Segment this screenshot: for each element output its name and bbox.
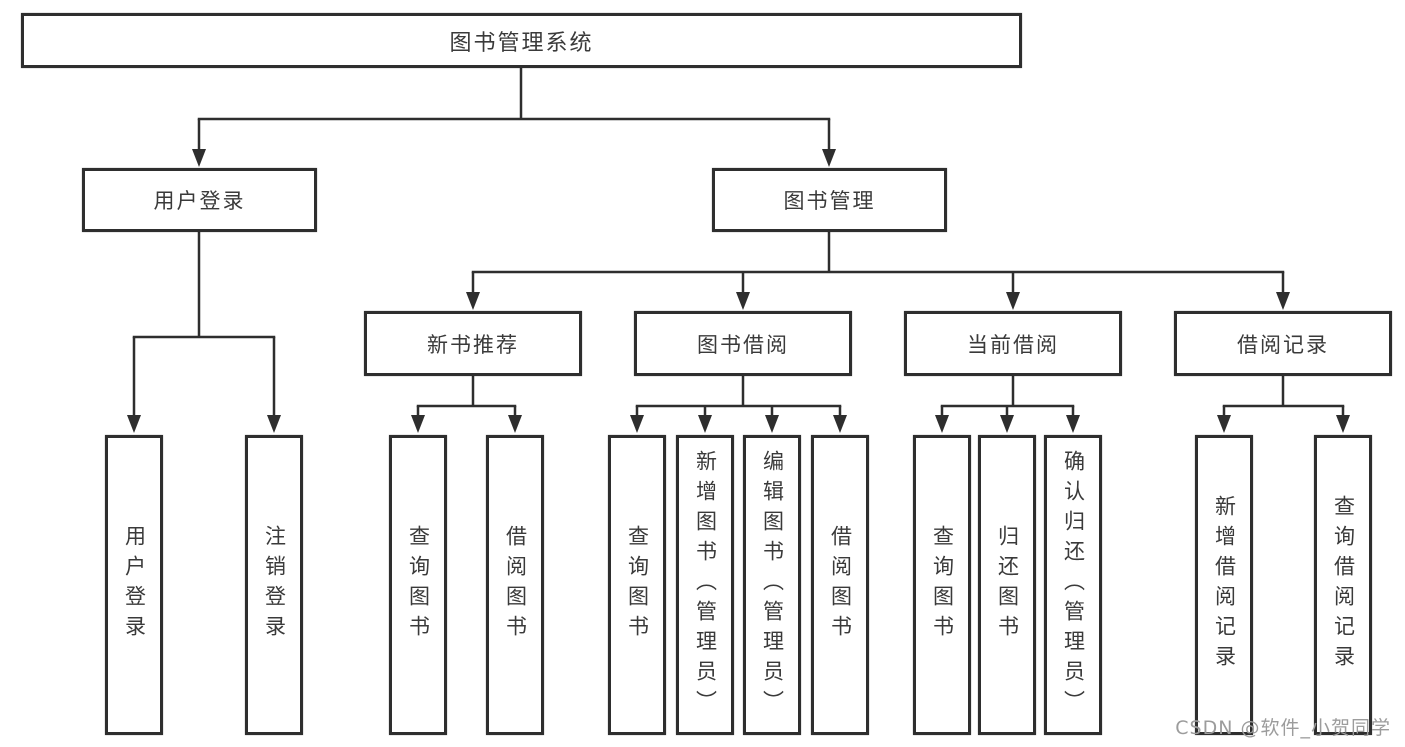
node-book-management-label: 图书管理 [783,189,876,213]
node-book-management: 图书管理 [712,168,947,232]
leaf-edit-book-admin: 编辑图书（管理员） [743,435,801,735]
connector-book-borrow [630,376,847,433]
leaf-add-borrow-record-label: 新增借阅记录 [1212,495,1237,675]
leaf-add-borrow-record: 新增借阅记录 [1195,435,1253,735]
leaf-borrow-books-1-label: 借阅图书 [503,525,528,645]
leaf-query-books-2: 查询图书 [608,435,666,735]
node-new-book-recommend: 新书推荐 [364,311,582,376]
leaf-query-books-3: 查询图书 [913,435,971,735]
leaf-query-books-1-label: 查询图书 [406,525,431,645]
leaf-query-borrow-record-label: 查询借阅记录 [1331,495,1356,675]
leaf-query-books-3-label: 查询图书 [930,525,955,645]
connector-root [192,68,836,167]
connector-user-login [127,232,281,433]
node-user-login-label: 用户登录 [153,189,246,213]
watermark: CSDN @软件_小贺同学 [1175,717,1391,739]
leaf-borrow-books-1: 借阅图书 [486,435,544,735]
leaf-borrow-books-2-label: 借阅图书 [828,525,853,645]
node-root: 图书管理系统 [21,13,1022,68]
node-user-login: 用户登录 [82,168,317,232]
leaf-logout-label: 注销登录 [262,525,287,645]
connector-borrow-records [1217,376,1350,433]
leaf-return-books-label: 归还图书 [995,525,1020,645]
node-book-borrow-label: 图书借阅 [697,332,789,357]
connector-new-book-recommend [411,376,522,433]
node-new-book-recommend-label: 新书推荐 [427,332,519,357]
node-borrow-records-label: 借阅记录 [1237,332,1329,357]
leaf-query-borrow-record: 查询借阅记录 [1314,435,1372,735]
leaf-add-book-admin: 新增图书（管理员） [676,435,734,735]
connector-book-management [466,232,1290,310]
leaf-edit-book-admin-label: 编辑图书（管理员） [760,450,785,720]
node-current-borrow: 当前借阅 [904,311,1122,376]
connector-current-borrow [935,376,1080,433]
leaf-user-login: 用户登录 [105,435,163,735]
leaf-query-books-1: 查询图书 [389,435,447,735]
leaf-confirm-return-admin-label: 确认归还（管理员） [1061,450,1086,720]
leaf-confirm-return-admin: 确认归还（管理员） [1044,435,1102,735]
node-borrow-records: 借阅记录 [1174,311,1392,376]
leaf-borrow-books-2: 借阅图书 [811,435,869,735]
leaf-user-login-label: 用户登录 [122,525,147,645]
leaf-return-books: 归还图书 [978,435,1036,735]
node-current-borrow-label: 当前借阅 [967,332,1059,357]
node-book-borrow: 图书借阅 [634,311,852,376]
leaf-query-books-2-label: 查询图书 [625,525,650,645]
leaf-logout: 注销登录 [245,435,303,735]
node-root-label: 图书管理系统 [449,30,594,56]
leaf-add-book-admin-label: 新增图书（管理员） [693,450,718,720]
